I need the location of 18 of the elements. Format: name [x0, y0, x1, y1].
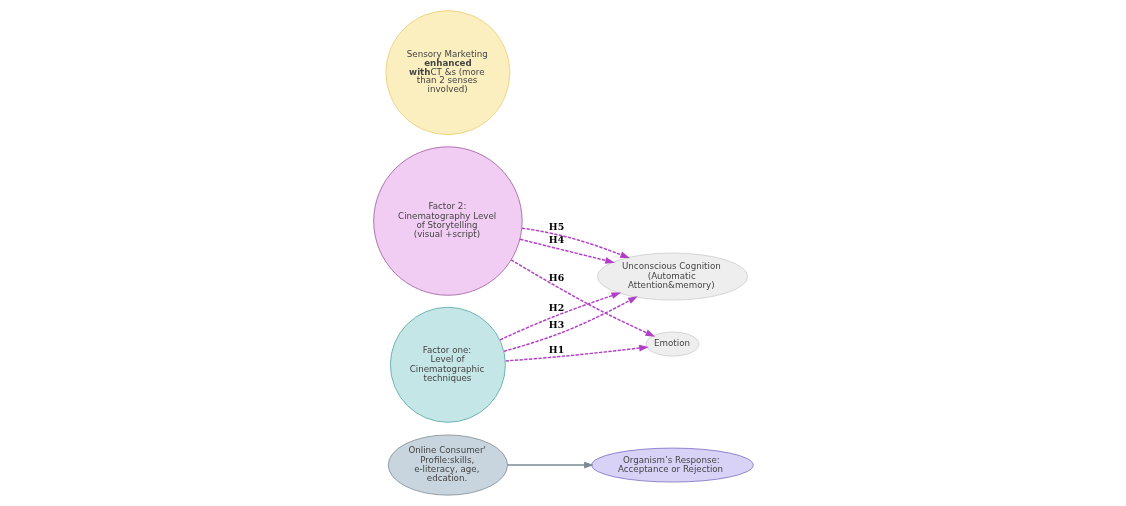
edge-label: H4: [548, 234, 564, 246]
edge-label: H2: [548, 301, 564, 313]
arrow: [498, 292, 621, 341]
arrow: [502, 296, 638, 352]
node-ellipse: Organism’s Response: Acceptance or Rejection: [590, 447, 754, 483]
edge-label: H6: [548, 271, 564, 283]
node-ellipse: Online Consumer' Profile:skills, e-literacy, age, edcation.: [387, 434, 508, 496]
node-circle: Sensory Marketing enhanced withCT &s (more than 2 senses involved): [385, 10, 510, 135]
arrow: [518, 238, 615, 264]
arrow: [510, 259, 655, 337]
arrow: [506, 461, 594, 469]
node-circle: Factor 2: Cinematography Level of Storytelling (visual +script): [372, 146, 522, 296]
edge-label: H3: [548, 319, 564, 331]
arrow: [520, 227, 630, 259]
arrow: [504, 344, 649, 362]
edge-label: H5: [548, 220, 564, 232]
edge-label: H1: [548, 343, 564, 355]
node-circle: Factor one: Level of Cinematographic techniques: [389, 306, 506, 423]
